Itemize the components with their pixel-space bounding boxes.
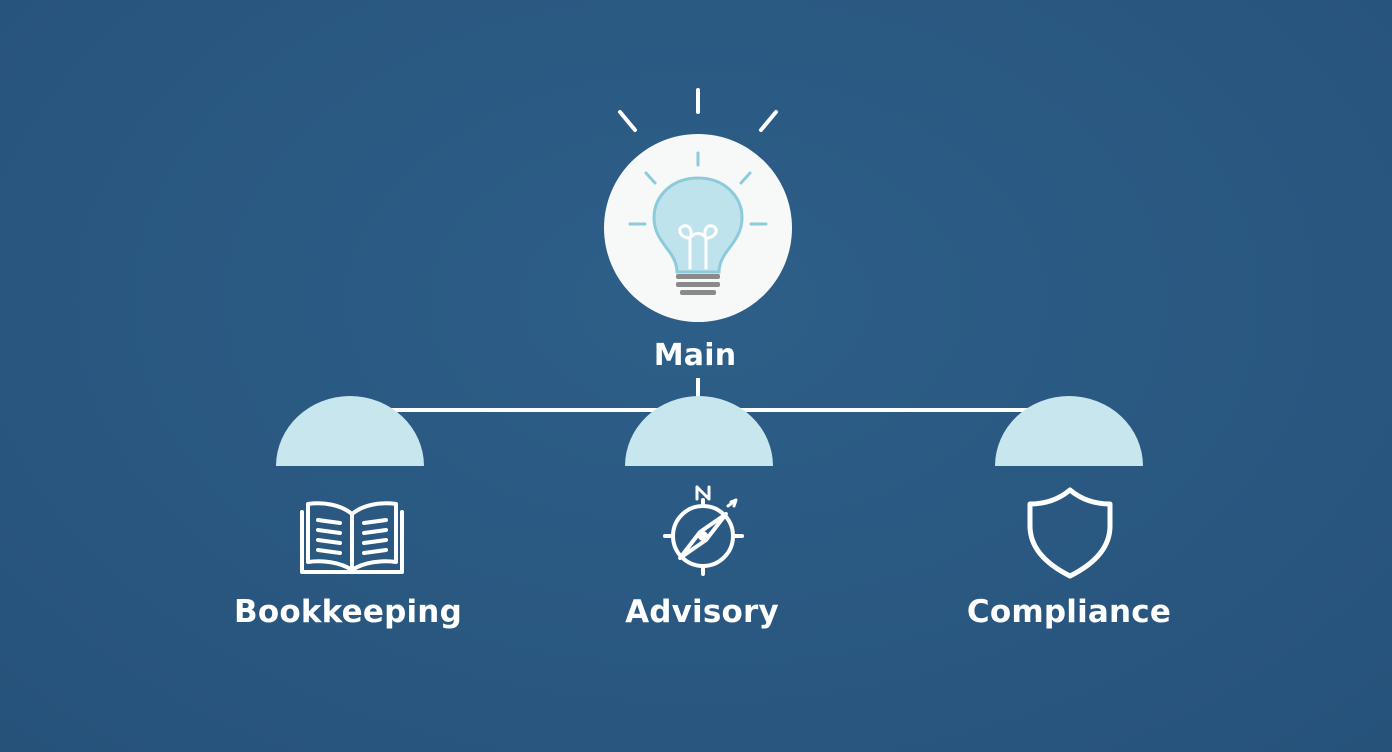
- branch-node-bookkeeping: [276, 396, 424, 466]
- connector-vertical: [696, 378, 700, 400]
- shield-icon: [1027, 487, 1113, 579]
- open-book-icon: [300, 501, 404, 574]
- branch-label-compliance: Compliance: [966, 594, 1172, 630]
- lightbulb-icon: [628, 151, 768, 295]
- branch-nodes: [276, 396, 1143, 466]
- compass-icon: [663, 485, 744, 576]
- branch-label-advisory: Advisory: [625, 594, 779, 630]
- lightbulb-rays: [618, 88, 778, 132]
- branch-node-advisory: [625, 396, 773, 466]
- main-node: [604, 134, 792, 322]
- branch-node-compliance: [995, 396, 1143, 466]
- main-node-label: Main: [653, 338, 737, 373]
- branch-label-bookkeeping: Bookkeeping: [234, 594, 462, 630]
